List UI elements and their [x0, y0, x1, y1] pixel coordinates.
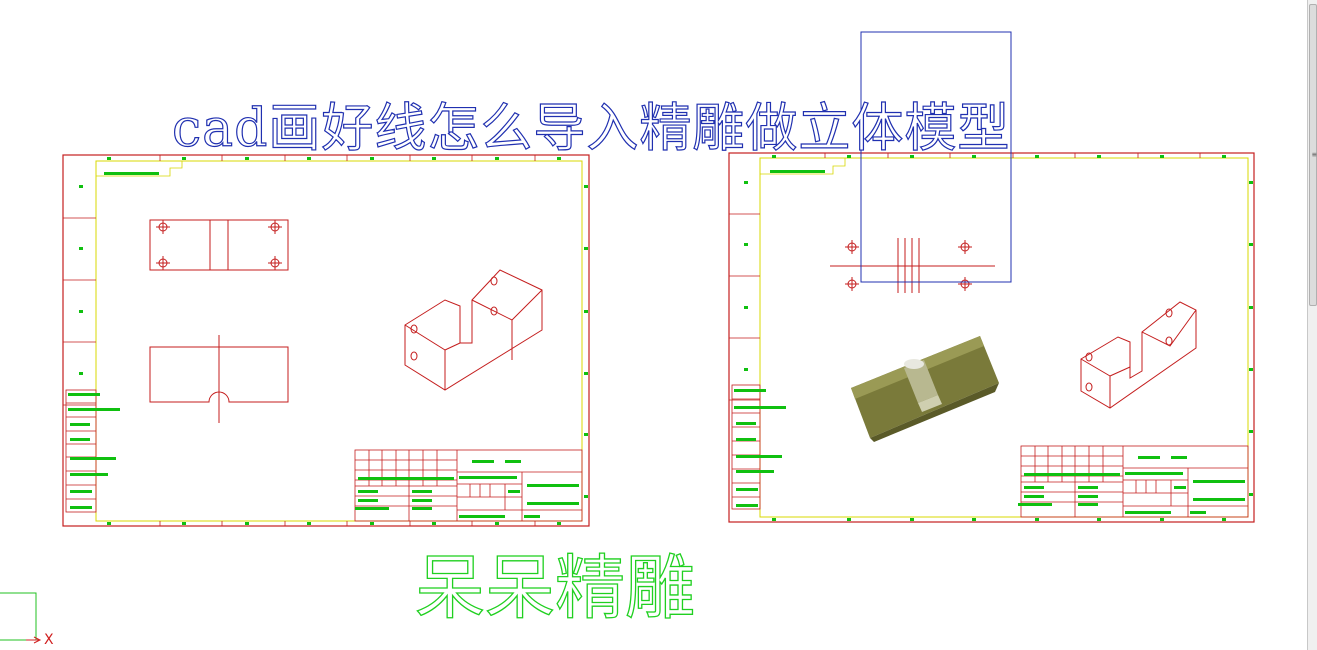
right-top-view-part: [830, 238, 995, 293]
vertical-scrollbar[interactable]: ≡: [1307, 0, 1317, 650]
scrollbar-grip-icon: ≡: [1312, 150, 1317, 159]
signature-text: 呆呆精雕: [414, 546, 695, 629]
selection-viewport-rect: [860, 31, 1012, 283]
front-view-part: [149, 335, 289, 423]
left-drawing-sheet: [62, 154, 590, 527]
drawing-title: cad画好线怎么导入精雕做立体模型: [171, 98, 1011, 159]
top-view-part: [149, 219, 289, 271]
x-axis-label: X: [44, 632, 54, 648]
scrollbar-thumb[interactable]: ≡: [1309, 4, 1317, 306]
right-drawing-sheet: [728, 31, 1255, 523]
ucs-axis-icon: [0, 592, 42, 644]
isometric-part: [404, 269, 543, 391]
rendered-3d-solid: [851, 336, 999, 442]
right-isometric-part: [1080, 301, 1197, 409]
